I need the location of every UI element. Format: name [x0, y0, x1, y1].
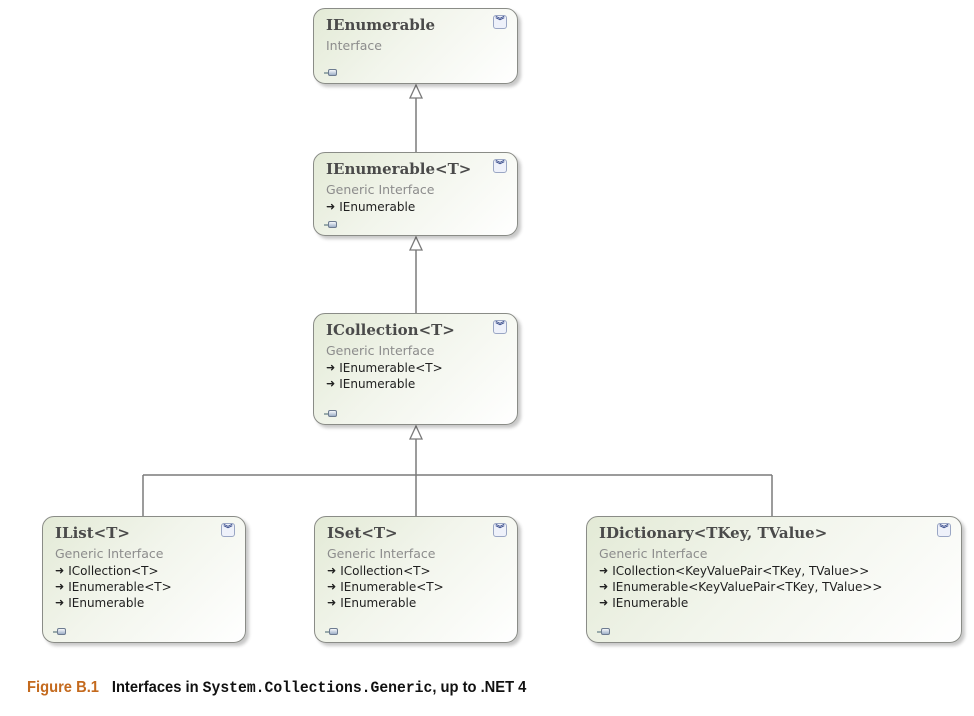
expand-chevron-icon[interactable]: ︾ — [221, 523, 235, 537]
implemented-interface-name: IEnumerable — [339, 200, 416, 214]
inheritance-arrowhead-icollection-t — [408, 424, 424, 440]
class-box-ilist-t[interactable]: IList<T>Generic Interface➜ICollection<T>… — [42, 516, 246, 643]
lollipop-arrow-icon: ➜ — [327, 564, 337, 577]
class-title: ISet<T> — [327, 524, 398, 542]
class-title: IEnumerable<T> — [326, 160, 472, 178]
caption-text-before: Interfaces in — [111, 679, 203, 696]
collapse-grip-icon[interactable] — [53, 628, 67, 636]
inheritance-arrowhead-ienumerable — [408, 83, 424, 99]
class-kind: Generic Interface — [327, 546, 436, 561]
implemented-interface: ➜IEnumerable<T> — [55, 579, 235, 595]
lollipop-arrow-icon: ➜ — [326, 361, 336, 374]
expand-chevron-icon[interactable]: ︾ — [493, 523, 507, 537]
implemented-interface: ➜IEnumerable — [326, 376, 507, 392]
implemented-interface: ➜IEnumerable — [55, 595, 235, 611]
lollipop-arrow-icon: ➜ — [326, 377, 336, 390]
class-kind: Generic Interface — [326, 343, 435, 358]
lollipop-arrow-icon: ➜ — [55, 580, 65, 593]
implemented-interface-name: IEnumerable — [340, 596, 417, 610]
figure-caption: Figure B.1 Interfaces in System.Collectio… — [27, 679, 526, 697]
expand-chevron-icon[interactable]: ︾ — [937, 523, 951, 537]
implemented-interface-name: IEnumerable<T> — [68, 580, 172, 594]
class-title: ICollection<T> — [326, 321, 455, 339]
implemented-interface-name: ICollection<T> — [68, 564, 159, 578]
expand-chevron-icon[interactable]: ︾ — [493, 15, 507, 29]
class-box-ienumerable-t[interactable]: IEnumerable<T> Generic Interface ➜IEnumera… — [313, 152, 518, 236]
implemented-interface: ➜ICollection<KeyValuePair<TKey, TValue>> — [599, 563, 951, 579]
implemented-interface-name: IEnumerable — [68, 596, 145, 610]
class-box-iset-t[interactable]: ISet<T>Generic Interface➜ICollection<T>➜… — [314, 516, 518, 643]
collapse-grip-icon[interactable] — [597, 628, 611, 636]
caption-text-after: , up to .NET 4 — [432, 679, 527, 696]
lollipop-arrow-icon: ➜ — [599, 564, 609, 577]
inheritance-arrowhead-ienumerable-t — [408, 235, 424, 251]
caption-namespace: System.Collections.Generic — [202, 679, 433, 697]
collapse-grip-icon[interactable] — [325, 628, 339, 636]
class-title: IEnumerable — [326, 16, 436, 34]
expand-chevron-icon[interactable]: ︾ — [493, 320, 507, 334]
lollipop-arrow-icon: ➜ — [599, 596, 609, 609]
implemented-interface-name: ICollection<T> — [340, 564, 431, 578]
class-kind: Generic Interface — [326, 182, 435, 197]
lollipop-arrow-icon: ➜ — [55, 564, 65, 577]
collapse-grip-icon[interactable] — [324, 221, 338, 229]
class-title: IList<T> — [55, 524, 130, 542]
lollipop-arrow-icon: ➜ — [326, 200, 336, 213]
implemented-interface: ➜IEnumerable — [327, 595, 507, 611]
collapse-grip-icon[interactable] — [324, 69, 338, 77]
class-kind: Interface — [326, 38, 382, 53]
implemented-interface: ➜ICollection<T> — [55, 563, 235, 579]
figure-label: Figure B.1 — [27, 679, 99, 696]
lollipop-arrow-icon: ➜ — [327, 580, 337, 593]
class-box-icollection-t[interactable]: ICollection<T> Generic Interface ➜IEnumera… — [313, 313, 518, 425]
implemented-interface: ➜IEnumerable<KeyValuePair<TKey, TValue>> — [599, 579, 951, 595]
lollipop-arrow-icon: ➜ — [55, 596, 65, 609]
implemented-interface-name: IEnumerable<KeyValuePair<TKey, TValue>> — [612, 580, 883, 594]
implemented-interface-name: IEnumerable<T> — [340, 580, 444, 594]
class-box-idictionary[interactable]: IDictionary<TKey, TValue> Generic Interfa… — [586, 516, 962, 643]
class-title: IDictionary<TKey, TValue> — [599, 524, 828, 542]
lollipop-arrow-icon: ➜ — [599, 580, 609, 593]
implemented-interface: ➜IEnumerable<T> — [326, 360, 507, 376]
implemented-interface-name: IEnumerable<T> — [339, 361, 443, 375]
implemented-interface-name: IEnumerable — [339, 377, 416, 391]
expand-chevron-icon[interactable]: ︾ — [493, 159, 507, 173]
collapse-grip-icon[interactable] — [324, 410, 338, 418]
implemented-interface: ➜IEnumerable<T> — [327, 579, 507, 595]
implemented-interface-name: IEnumerable — [612, 596, 689, 610]
implemented-interface-name: ICollection<KeyValuePair<TKey, TValue>> — [612, 564, 870, 578]
implemented-interface: ➜IEnumerable — [599, 595, 951, 611]
class-kind: Generic Interface — [599, 546, 708, 561]
implemented-interface: ➜IEnumerable — [326, 199, 507, 215]
class-kind: Generic Interface — [55, 546, 164, 561]
lollipop-arrow-icon: ➜ — [327, 596, 337, 609]
implemented-interface: ➜ICollection<T> — [327, 563, 507, 579]
